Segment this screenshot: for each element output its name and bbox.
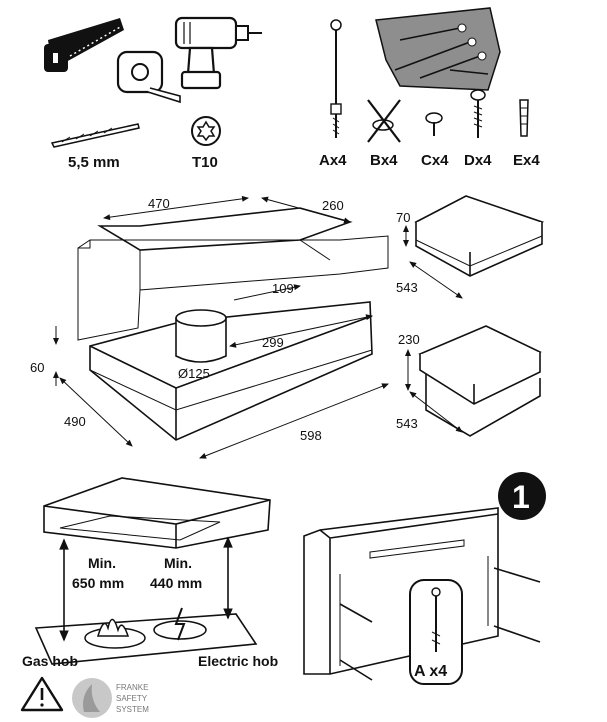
- hood-depth-label: 490: [64, 414, 86, 429]
- fixing-b-label: Bx4: [370, 152, 398, 169]
- wall-screws-drawing: [339, 567, 541, 681]
- gas-min-label: Min.: [88, 555, 116, 571]
- fixing-c-icon: [425, 112, 443, 136]
- electric-min-label: Min.: [164, 555, 192, 571]
- fixing-a-icon: [330, 19, 342, 138]
- electric-icon: [174, 607, 186, 641]
- drill-icon: [174, 16, 262, 90]
- fixing-d-label: Dx4: [464, 152, 492, 169]
- duct-outlet-drawing: [175, 309, 227, 363]
- saw-icon: [44, 18, 124, 72]
- fixing-d-icon: [470, 89, 486, 138]
- logo-text-1: FRANKE: [116, 683, 148, 692]
- fixing-e-label: Ex4: [513, 152, 540, 169]
- hood-width-label: 598: [300, 428, 322, 443]
- filter-box-2-drawing: [418, 325, 542, 437]
- gas-hob-label: Gas hob: [22, 653, 78, 669]
- filter-2-height-label: 230: [398, 332, 420, 347]
- torx-bit-icon: [191, 116, 221, 146]
- fixing-b-icon: [367, 99, 401, 143]
- filter-box-1-drawing: [414, 195, 545, 277]
- torx-size-label: T10: [192, 154, 218, 171]
- logo-text-3: SYSTEM: [116, 705, 149, 714]
- filter-1-depth-label: 543: [396, 280, 418, 295]
- fixing-c-label: Cx4: [421, 152, 449, 169]
- electric-min-value: 440 mm: [150, 575, 202, 591]
- cabinet-width-label: 470: [148, 196, 170, 211]
- screw-callout-box: [409, 579, 463, 685]
- step-number: 1: [512, 479, 530, 515]
- worktop-drawing: [34, 613, 258, 665]
- hood-body-drawing: [89, 301, 373, 441]
- cabinet-depth-label: 260: [322, 198, 344, 213]
- fixing-e-icon: [519, 99, 529, 137]
- electric-hob-label: Electric hob: [198, 653, 278, 669]
- gas-min-value: 650 mm: [72, 575, 124, 591]
- duct-offset-label: 109: [272, 281, 294, 296]
- fixing-a-label: Ax4: [319, 152, 347, 169]
- drill-size-label: 5,5 mm: [68, 154, 120, 171]
- gas-flame-icon: [96, 618, 130, 637]
- logo-text-2: SAFETY: [116, 694, 148, 703]
- filter-2-depth-label: 543: [396, 416, 418, 431]
- duct-diameter-label: Ø125: [178, 366, 210, 381]
- franke-safety-logo: FRANKE SAFETY SYSTEM: [72, 678, 149, 718]
- fixings-bag-icon: [375, 7, 501, 91]
- tape-measure-icon: [116, 50, 181, 104]
- drill-bit-icon: [50, 123, 140, 148]
- filter-1-height-label: 70: [396, 210, 410, 225]
- warning-icon: [20, 676, 64, 712]
- step-badge: 1: [498, 472, 546, 520]
- hood-height-label: 60: [30, 360, 44, 375]
- hood-above-hob-drawing: [43, 477, 271, 549]
- hood-wall-mount-drawing: [303, 507, 499, 675]
- screw-callout-label: A x4: [414, 663, 447, 680]
- duct-distance-label: 299: [262, 335, 284, 350]
